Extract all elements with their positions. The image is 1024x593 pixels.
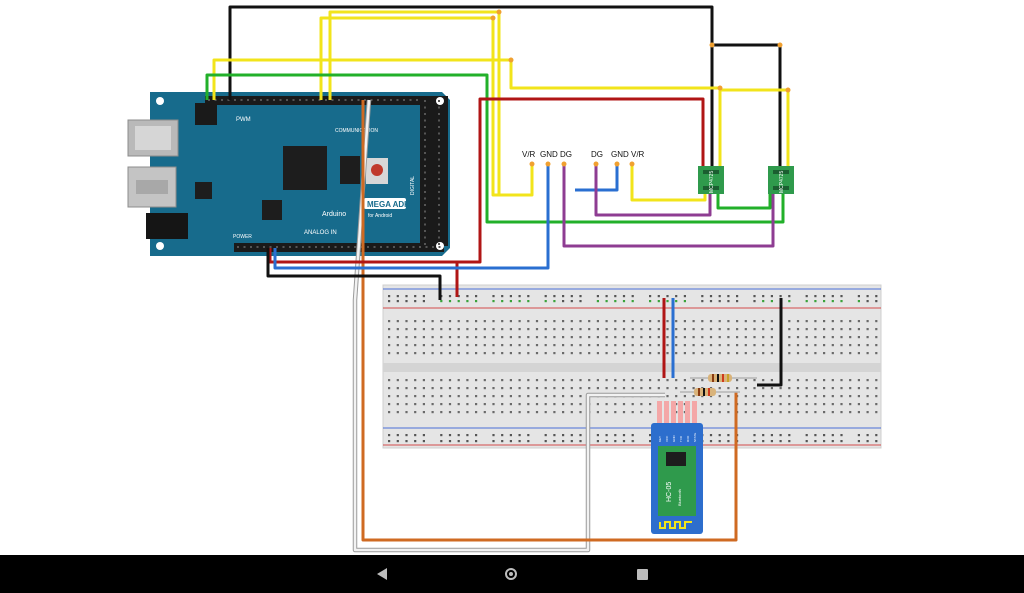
wire-endpoints bbox=[490, 9, 791, 167]
mcp-left-label: MCP4725 bbox=[709, 171, 715, 193]
circuit-diagram: PWM COMMUNICATION Arduino MEGA ADK for A… bbox=[127, 5, 882, 553]
hc05-pin-label: STATE bbox=[693, 433, 697, 442]
board-subtitle-label: for Android bbox=[368, 213, 392, 219]
hc05-model-label: HC-05 bbox=[666, 482, 673, 502]
hc05-brand-label: Bluetooth bbox=[677, 489, 682, 506]
home-circle-icon bbox=[505, 568, 517, 580]
breadboard-holes bbox=[388, 295, 878, 443]
arduino-mega-board: PWM COMMUNICATION Arduino MEGA ADK for A… bbox=[127, 92, 450, 256]
joy-right-pin-dg: DG bbox=[591, 150, 603, 159]
android-nav-bar bbox=[0, 555, 1024, 593]
header-pins bbox=[208, 99, 441, 248]
analog-in-label: ANALOG IN bbox=[304, 230, 337, 236]
main-chip bbox=[283, 146, 327, 190]
power-jack bbox=[146, 213, 188, 239]
mcp4725-right: MCP4725 bbox=[768, 166, 794, 194]
breadboard bbox=[382, 284, 882, 449]
arduino-brand-label: Arduino bbox=[322, 211, 346, 218]
joystick-right-labels: DG GND V/R bbox=[591, 150, 645, 159]
back-triangle-icon bbox=[377, 568, 387, 580]
pwm-label: PWM bbox=[236, 117, 251, 123]
power-label: POWER bbox=[233, 234, 252, 240]
wires bbox=[205, 5, 790, 553]
hc05-pin-label: KEY bbox=[658, 436, 662, 442]
joy-left-pin-gnd: GND bbox=[540, 150, 558, 159]
home-button[interactable] bbox=[491, 555, 531, 593]
hc05-pin-label: TXD bbox=[679, 435, 683, 442]
joy-left-pin-vr: V/R bbox=[522, 150, 536, 159]
joy-left-pin-dg: DG bbox=[560, 150, 572, 159]
mcp4725-left: MCP4725 bbox=[698, 166, 724, 194]
recents-button[interactable] bbox=[622, 555, 662, 593]
board-model-label: MEGA ADK bbox=[367, 200, 410, 209]
communication-label: COMMUNICATION bbox=[335, 128, 378, 134]
resistor-bottom bbox=[680, 388, 740, 396]
joy-right-pin-vr: V/R bbox=[631, 150, 645, 159]
mcp-right-label: MCP4725 bbox=[779, 171, 785, 193]
resistor-top bbox=[690, 374, 757, 382]
hc05-pin-label: RXD bbox=[686, 435, 690, 442]
back-button[interactable] bbox=[362, 555, 402, 593]
hc05-pin-label: GND bbox=[672, 435, 676, 443]
joy-right-pin-gnd: GND bbox=[611, 150, 629, 159]
digital-label: DIGITAL bbox=[410, 176, 416, 195]
hc05-pin-label: VCC bbox=[665, 435, 669, 442]
recents-square-icon bbox=[636, 568, 648, 580]
joystick-left-labels: V/R GND DG bbox=[522, 150, 572, 159]
